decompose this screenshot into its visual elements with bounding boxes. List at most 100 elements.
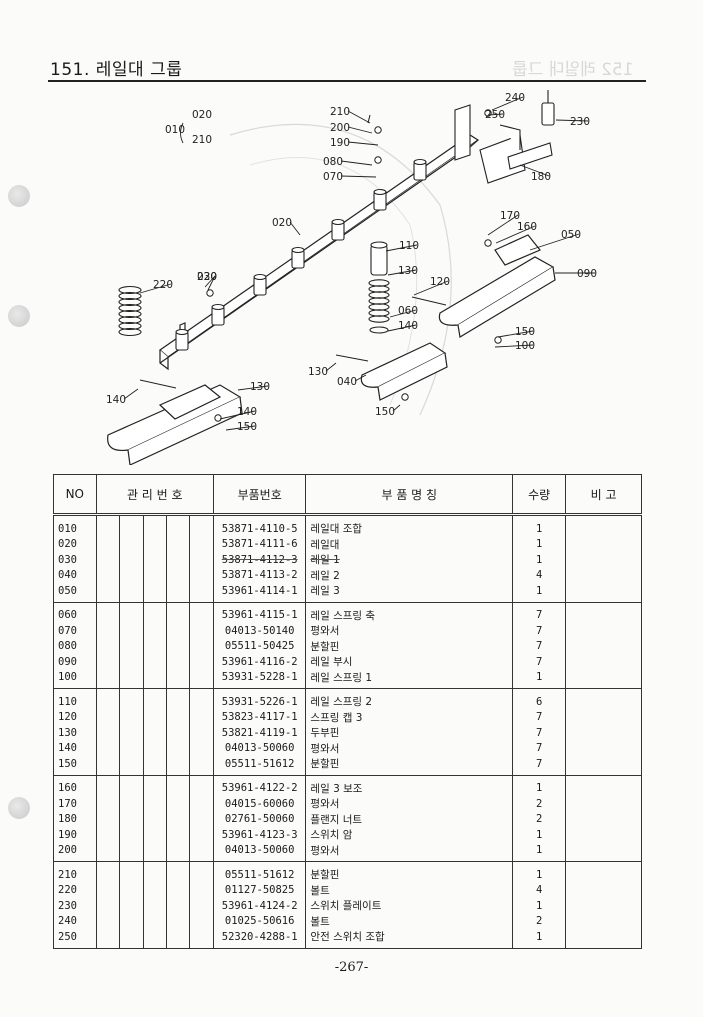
- rail-spring-2: [368, 279, 390, 334]
- rail-3: [438, 234, 556, 338]
- note-cell: [565, 669, 642, 689]
- title-block: 151. 레일대 그룹: [50, 55, 640, 80]
- mgmt-number-cell: [189, 861, 214, 883]
- callout-label: 070: [323, 171, 343, 183]
- mgmt-number-cell: [119, 602, 144, 623]
- quantity: 2: [512, 913, 567, 929]
- quantity: 7: [512, 654, 567, 670]
- mgmt-number-cell: [119, 842, 144, 862]
- mgmt-number-cell: [189, 567, 214, 583]
- callout-label: 160: [517, 221, 537, 233]
- part-name: 레일 스프링 축: [305, 602, 514, 623]
- mgmt-number-cell: [189, 882, 214, 898]
- callout-leader: [387, 269, 417, 276]
- note-cell: [565, 638, 642, 654]
- callout-leader: [237, 385, 269, 391]
- bushing-post-top: [291, 246, 305, 254]
- rail-spring-1: [118, 285, 142, 337]
- spring-coil: [368, 285, 390, 293]
- mgmt-number-cell: [165, 536, 191, 552]
- mgmt-number-cell: [95, 638, 121, 654]
- callout-label: 220: [153, 279, 173, 291]
- part-name: 레일 부시: [305, 654, 514, 670]
- mgmt-number-cell: [95, 796, 121, 812]
- mgmt-number-cell: [119, 756, 144, 776]
- binder-hole: [8, 185, 30, 207]
- mgmt-number-cell: [142, 882, 167, 898]
- part-number: 52320-4288-1: [212, 929, 307, 949]
- quantity: 7: [512, 756, 567, 776]
- callout-lines: [123, 96, 595, 431]
- callout-label: 130: [250, 381, 270, 393]
- callout-leader: [529, 233, 580, 251]
- header-part-number: 부품번호: [212, 474, 307, 516]
- mgmt-number-cell: [119, 827, 144, 843]
- mgmt-number-cell: [95, 536, 121, 552]
- callout-label: 100: [515, 340, 535, 352]
- mgmt-number-cell: [165, 898, 191, 914]
- note-cell: [565, 913, 642, 929]
- callout-leader: [219, 410, 256, 420]
- mgmt-number-cell: [95, 669, 121, 689]
- mgmt-number-cell: [142, 842, 167, 862]
- spring-coil: [368, 309, 390, 317]
- mgmt-number-cell: [142, 602, 167, 623]
- note-cell: [565, 740, 642, 756]
- quantity: 1: [512, 775, 567, 796]
- mgmt-number-cell: [165, 669, 191, 689]
- page-number: -267-: [334, 960, 369, 975]
- mgmt-number-cell: [165, 775, 191, 796]
- exploded-parts-diagram: 0100202102102001900800700202202402502301…: [106, 90, 597, 465]
- mgmt-number-cell: [95, 709, 121, 725]
- callout-leader: [487, 214, 519, 236]
- quantity: 1: [512, 861, 567, 883]
- mgmt-number-cell: [165, 709, 191, 725]
- part-number: 53871-4110-5: [212, 514, 307, 537]
- mgmt-number-cell: [189, 775, 214, 796]
- rail-2: [360, 342, 448, 401]
- quantity: 1: [512, 514, 567, 537]
- bushing-post-top: [253, 273, 267, 281]
- switch-bracket: [454, 90, 555, 184]
- note-cell: [565, 842, 642, 862]
- mgmt-number-cell: [189, 654, 214, 670]
- mgmt-number-cell: [189, 827, 214, 843]
- callout-leader: [354, 374, 367, 382]
- mgmt-number-cell: [119, 929, 144, 949]
- callout-label: 150: [237, 421, 257, 433]
- mgmt-number-cell: [165, 796, 191, 812]
- callout-leader: [555, 119, 589, 122]
- mgmt-number-cell: [142, 709, 167, 725]
- mgmt-number-cell: [142, 536, 167, 552]
- mgmt-number-cell: [95, 688, 121, 710]
- mgmt-number-cell: [142, 552, 167, 568]
- quantity: 2: [512, 811, 567, 827]
- mgmt-number-cell: [142, 898, 167, 914]
- quantity: 6: [512, 688, 567, 710]
- mgmt-number-cell: [142, 861, 167, 883]
- background-drum: [229, 123, 452, 416]
- spring-coil: [118, 303, 142, 313]
- mgmt-number-cell: [142, 669, 167, 689]
- mgmt-number-cell: [189, 756, 214, 776]
- callout-label: 140: [398, 320, 418, 332]
- mgmt-number-cell: [189, 536, 214, 552]
- callout-leader: [519, 164, 550, 177]
- part-name: 레일 스프링 1: [305, 669, 514, 689]
- part-name: 스프링 캡 3: [305, 709, 514, 725]
- callout-label: 090: [577, 268, 597, 280]
- mgmt-number-cell: [95, 602, 121, 623]
- spring-coil: [118, 309, 142, 319]
- mgmt-number-cell: [119, 898, 144, 914]
- mgmt-number-cell: [189, 669, 214, 689]
- item-number: 130: [53, 725, 97, 741]
- mgmt-number-cell: [142, 929, 167, 949]
- callout-label: 020: [192, 109, 212, 121]
- callout-label: 220: [197, 271, 217, 283]
- background-drum: [249, 157, 418, 406]
